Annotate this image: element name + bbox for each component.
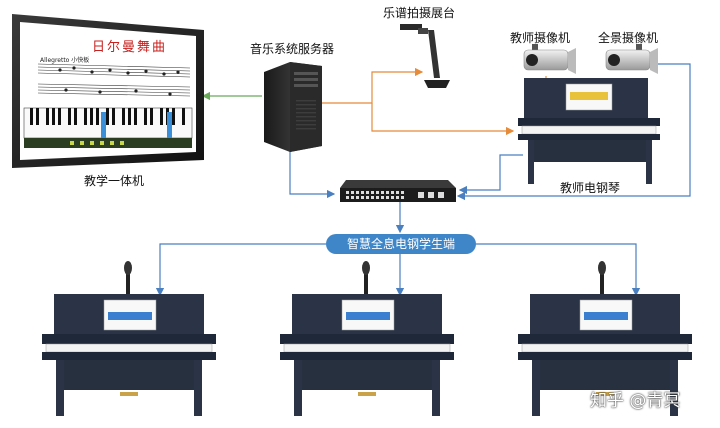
screen-black-keys xyxy=(30,108,185,125)
watermark: 知乎 @青冥 xyxy=(590,391,681,411)
music-server-label: 音乐系统服务器 xyxy=(250,42,335,56)
screen-tempo: Allegretto 小快板 xyxy=(40,57,90,64)
server-to-teacher-piano-line xyxy=(371,103,515,136)
teaching-display xyxy=(12,14,204,168)
score-stand-label: 乐谱拍摄展台 xyxy=(383,6,456,20)
screen-control-dots xyxy=(70,141,124,145)
server-tower xyxy=(264,62,322,152)
to-student-piano-1-line xyxy=(155,243,326,297)
panorama-camera xyxy=(605,44,658,74)
student-terminal-badge: 智慧全息电钢学生端 xyxy=(326,234,476,254)
student-piano-3 xyxy=(518,261,692,416)
student-piano-2 xyxy=(280,261,454,416)
teacher-camera xyxy=(523,44,576,74)
server-vents xyxy=(296,100,316,130)
highlighted-key xyxy=(101,112,106,138)
switch-ports xyxy=(346,191,444,199)
camera-to-switch-line xyxy=(456,63,691,201)
server-to-switch-line xyxy=(289,150,336,199)
screen-title: 日尔曼舞曲 xyxy=(92,40,168,55)
server-to-stand-line xyxy=(318,67,424,104)
teacher-piano-keys xyxy=(521,125,657,135)
panorama-camera-label: 全景摄像机 xyxy=(598,31,659,45)
to-student-piano-3-line xyxy=(476,243,641,297)
highlighted-key xyxy=(167,112,172,138)
score-camera-stand xyxy=(400,24,450,88)
teacher-camera-label: 教师摄像机 xyxy=(510,31,571,45)
teacher-piano xyxy=(518,78,660,184)
teaching-display-label: 教学一体机 xyxy=(84,174,145,188)
teacher-piano-screen-keys xyxy=(570,92,608,100)
student-piano-1 xyxy=(42,261,216,416)
teacher-piano-to-switch-line xyxy=(458,154,523,195)
server-drive-bays xyxy=(294,72,318,87)
teacher-piano-label: 教师电钢琴 xyxy=(560,181,621,195)
music-notes xyxy=(58,66,180,96)
screen-control-bar xyxy=(24,138,192,148)
network-switch xyxy=(340,180,456,202)
